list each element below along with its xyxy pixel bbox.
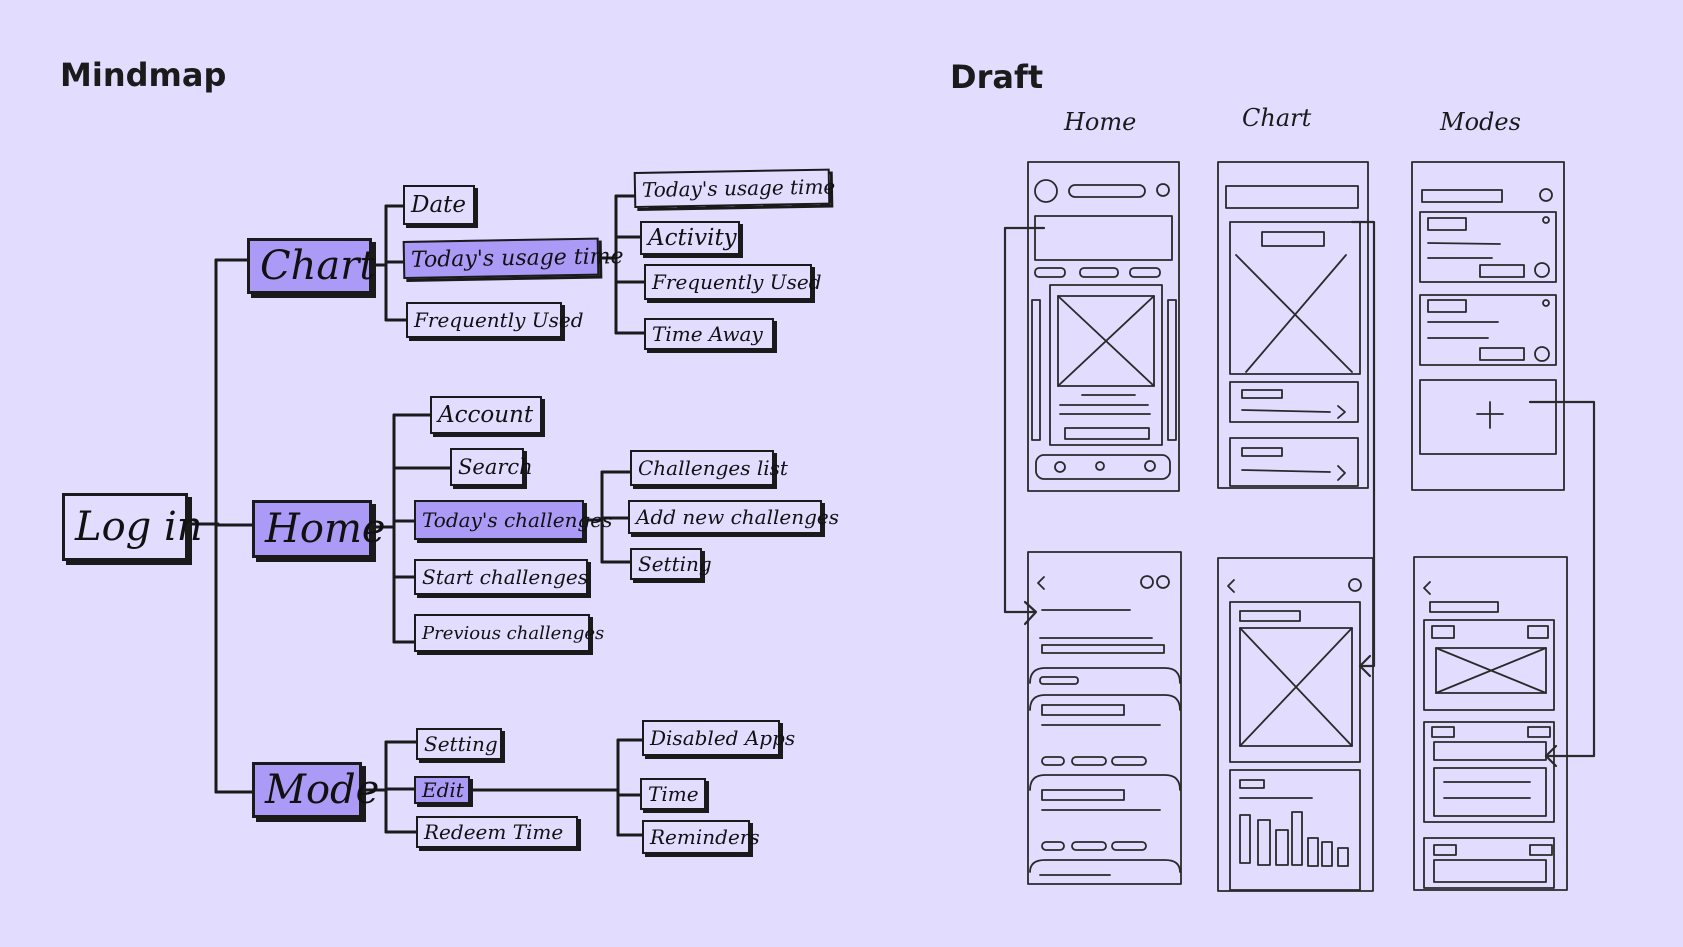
- wireframe-modes-detail: [1413, 556, 1568, 891]
- node-chart-date: Date: [403, 185, 475, 225]
- node-chart-sub-activity: Activity: [640, 221, 740, 255]
- draft-column-chart: Chart: [1242, 104, 1312, 132]
- node-login: Log in: [62, 493, 203, 561]
- node-home-account: Account: [430, 396, 542, 434]
- draft-title: Draft: [950, 58, 1044, 96]
- node-home-sub-setting: Setting: [630, 548, 712, 580]
- node-mode-sub-reminders: Reminders: [642, 820, 760, 854]
- node-chart-todays-usage-time: Today's usage time: [402, 237, 624, 279]
- draft-column-home: Home: [1064, 108, 1137, 136]
- wireframe-home-detail: [1027, 551, 1182, 885]
- node-mode: Mode: [252, 762, 379, 818]
- draft-flow-arrows: [1003, 220, 1596, 768]
- node-home-sub-challenges-list: Challenges list: [630, 450, 788, 486]
- node-mode-redeem-time: Redeem Time: [416, 816, 578, 848]
- draft-wireframes: [1003, 161, 1596, 892]
- node-home: Home: [252, 500, 386, 558]
- draft-column-modes: Modes: [1440, 108, 1521, 136]
- node-home-start-challenges: Start challenges: [414, 559, 588, 595]
- node-chart-frequently-used: Frequently Used: [406, 302, 584, 338]
- node-home-previous-challenges: Previous challenges: [414, 614, 604, 652]
- node-chart-sub-todays-usage-time: Today's usage time: [633, 168, 835, 208]
- node-home-search: Search: [450, 448, 533, 486]
- wireframe-chart-main: [1217, 161, 1369, 489]
- wireframe-modes-main: [1411, 161, 1565, 491]
- node-mode-sub-time: Time: [640, 778, 706, 810]
- node-mode-sub-disabled-apps: Disabled Apps: [642, 720, 795, 756]
- wireframe-home-main: [1027, 161, 1180, 492]
- wireframe-chart-detail: [1217, 557, 1374, 892]
- node-home-todays-challenges: Today's challenges: [414, 500, 612, 540]
- node-mode-setting: Setting: [416, 728, 502, 760]
- node-chart-sub-time-away: Time Away: [644, 318, 774, 350]
- node-mode-edit: Edit: [414, 776, 470, 804]
- node-chart-sub-frequently-used: Frequently Used: [644, 264, 822, 300]
- node-chart: Chart: [247, 238, 375, 294]
- mindmap-title: Mindmap: [60, 56, 227, 94]
- mindmap-connectors: [188, 194, 646, 837]
- node-home-sub-add-new-challenges: Add new challenges: [628, 500, 839, 534]
